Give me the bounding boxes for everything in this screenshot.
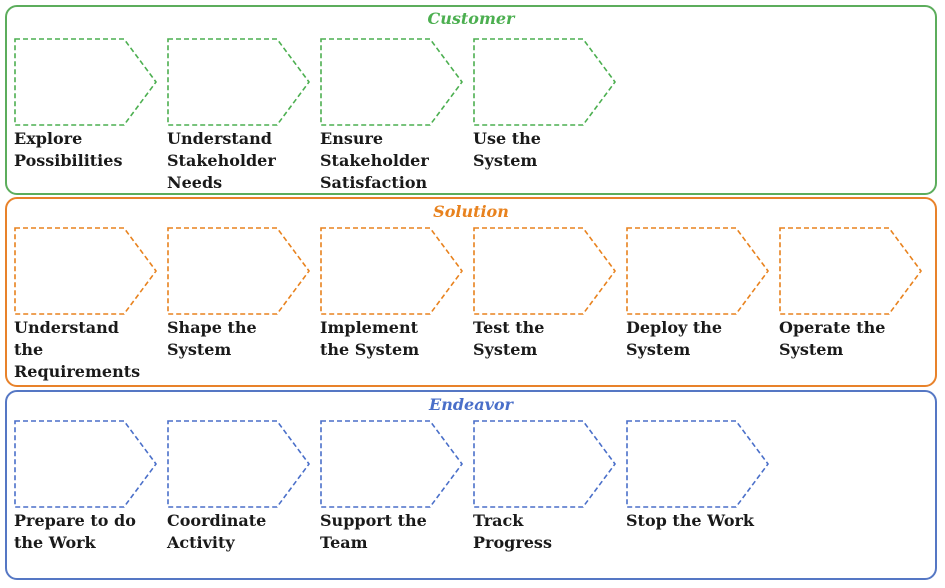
activity-label: Shape the System	[167, 318, 257, 359]
activity-label: Deploy the System	[626, 318, 723, 359]
activity-arrow-shape	[473, 420, 616, 508]
activity-label: Understand Stakeholder Needs	[167, 129, 276, 192]
activity-label: Use the System	[473, 129, 541, 170]
activity-label: Coordinate Activity	[167, 511, 267, 552]
activity-arrow-shape	[14, 227, 157, 315]
lane-title-customer: Customer	[427, 9, 515, 28]
activity-label: Ensure Stakeholder Satisfaction	[320, 129, 429, 192]
activity-arrow-shape	[167, 38, 310, 126]
activity-label: Test the System	[473, 318, 545, 359]
activity-arrow-shape	[320, 420, 463, 508]
activity-label: Track Progress	[473, 511, 552, 552]
activity-label: Support the Team	[320, 511, 427, 552]
lane-title-solution: Solution	[433, 202, 509, 221]
activity-arrow-shape	[320, 227, 463, 315]
lane-title-endeavor: Endeavor	[429, 395, 513, 414]
activity-label: Understand the Requirements	[14, 318, 141, 381]
activity-arrow-shape	[626, 227, 769, 315]
activity-arrow-shape	[473, 38, 616, 126]
activity-arrow-shape	[779, 227, 922, 315]
activity-arrow-shape	[14, 420, 157, 508]
activity-arrow-shape	[167, 420, 310, 508]
activity-arrow-shape	[167, 227, 310, 315]
activity-arrow-shape	[14, 38, 157, 126]
activity-label: Operate the System	[779, 318, 886, 359]
activity-arrow-shape	[626, 420, 769, 508]
activity-label: Stop the Work	[626, 511, 754, 530]
activity-label: Explore Possibilities	[14, 129, 123, 170]
activity-label: Implement the System	[320, 318, 420, 359]
activity-label: Prepare to do the Work	[14, 511, 136, 552]
activity-arrow-shape	[473, 227, 616, 315]
activity-arrow-shape	[320, 38, 463, 126]
